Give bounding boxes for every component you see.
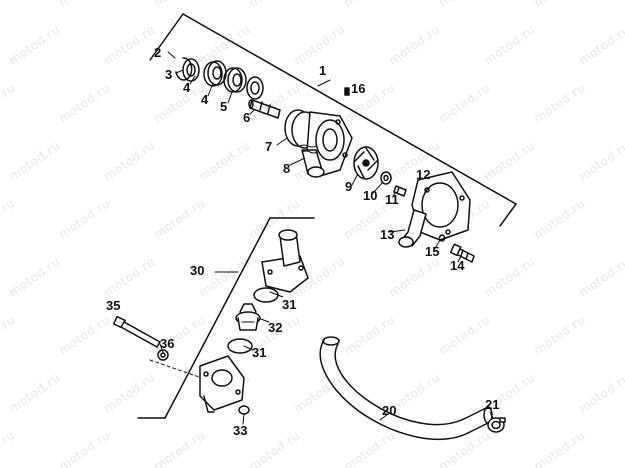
screw-part-11 — [393, 185, 407, 197]
cover-pipe-part-13 — [398, 209, 427, 248]
pump-cover-part-12 — [411, 171, 471, 241]
gasket-part-15 — [438, 234, 446, 242]
callout-31b: 31 — [252, 345, 267, 360]
callout-4b: 4 — [201, 92, 209, 107]
callout-31a: 31 — [282, 297, 297, 312]
bracket-group-30 — [137, 217, 315, 419]
thermostat-part-32 — [235, 303, 261, 331]
washer-part-36 — [157, 349, 169, 361]
callout-12: 12 — [416, 167, 431, 182]
hose-part-20 — [319, 336, 493, 441]
thermostat-base-housing — [199, 355, 245, 413]
callout-20: 20 — [382, 403, 397, 418]
callout-10: 10 — [363, 188, 378, 203]
callout-2: 2 — [154, 45, 162, 60]
callout-1: 1 — [319, 63, 327, 78]
callout-30: 30 — [190, 263, 205, 278]
o-ring-part-31a — [253, 287, 279, 303]
callout-33: 33 — [233, 423, 248, 438]
callout-6: 6 — [243, 110, 251, 125]
callout-4a: 4 — [183, 80, 191, 95]
thermostat-housing-cover — [261, 229, 309, 293]
callout-16: 16 — [351, 81, 366, 96]
callout-9: 9 — [345, 179, 353, 194]
shaft-part-6 — [248, 99, 281, 119]
callout-3: 3 — [165, 67, 173, 82]
clamp-part-21 — [487, 417, 506, 433]
callout-32: 32 — [268, 320, 283, 335]
impeller-part-9 — [353, 146, 379, 180]
bearing-part-4a — [203, 60, 227, 87]
o-ring-part-31b — [227, 338, 253, 354]
callout-21: 21 — [485, 397, 500, 412]
callout-8: 8 — [283, 161, 291, 176]
seal-part-5 — [246, 76, 264, 100]
pin-part-16 — [344, 87, 350, 96]
callout-14: 14 — [450, 258, 465, 273]
bolt-part-35 — [112, 315, 161, 348]
callout-7: 7 — [265, 139, 273, 154]
ring-part-3 — [182, 58, 200, 82]
callout-36: 36 — [160, 336, 175, 351]
bracket-group-1 — [149, 13, 517, 227]
housing-pipe-part-8 — [299, 144, 325, 178]
pump-housing-part-7 — [284, 109, 353, 177]
bolt-part-14 — [449, 243, 475, 263]
callout-13: 13 — [380, 227, 395, 242]
bearing-part-4b — [223, 67, 247, 93]
callout-11: 11 — [385, 192, 399, 207]
callout-15: 15 — [425, 244, 440, 259]
callout-5: 5 — [220, 99, 228, 114]
callout-35: 35 — [106, 298, 121, 313]
washer-part-10 — [380, 171, 392, 185]
o-ring-part-33 — [238, 405, 250, 415]
